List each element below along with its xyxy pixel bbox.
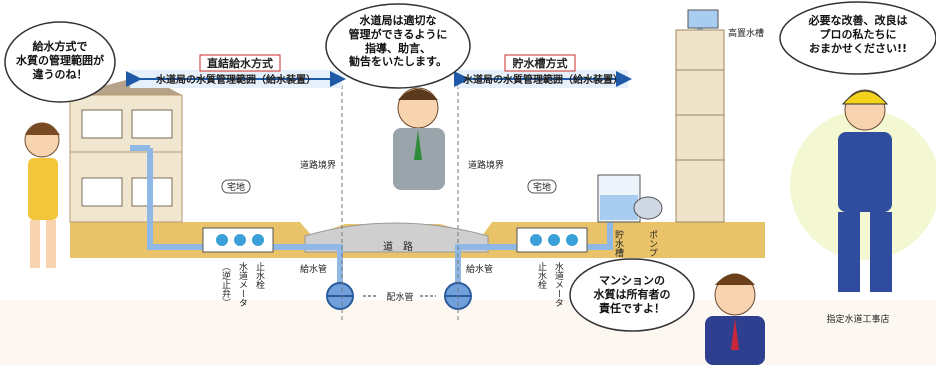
premises-right-label: 宅地 <box>533 181 551 193</box>
owner-bubble-shape <box>569 258 695 332</box>
worker-bubble-shape <box>779 1 936 75</box>
woman-line-1: 給水方式で <box>32 40 88 53</box>
stopcock-right-label: 止水栓 <box>536 261 547 290</box>
official-line-3: 指導、助言、 <box>365 41 431 55</box>
pump <box>633 196 663 220</box>
ground <box>70 222 765 258</box>
woman-bubble-shape <box>4 21 116 103</box>
owner-speech: マンションの 水質は所有者の 責任ですよ！ <box>572 274 692 315</box>
official-line-1: 水道局は適切な <box>359 14 437 27</box>
direct-system-title: 直結給水方式 <box>207 56 273 70</box>
official-speech: 水道局は適切な 管理ができるように 指導、助言、 勧告をいたします。 <box>332 14 464 69</box>
official-character <box>393 87 445 190</box>
official-line-2: 管理ができるように <box>348 27 448 41</box>
worker-line-3: おまかせください!! <box>808 41 908 55</box>
tank-system-title: 貯水槽方式 <box>513 56 568 70</box>
worker-line-2: プロの私たちに <box>819 27 897 41</box>
stopcock-left-label: 止水栓 <box>254 261 265 290</box>
woman-speech: 給水方式で 水質の管理範囲が 違うのね！ <box>10 40 110 81</box>
storage-tank-label: 貯水槽 <box>613 230 624 258</box>
meter-box-left <box>202 227 274 253</box>
range-arrow-tank <box>454 70 632 88</box>
direct-title-box <box>199 54 281 72</box>
road-boundary-right-label: 道路境界 <box>468 159 504 171</box>
elevated-tower <box>675 9 725 223</box>
official-bubble-shape <box>325 3 471 89</box>
service-pipe-left-label: 給水管 <box>300 263 327 275</box>
main-pipe-label: 配水管 <box>386 291 413 303</box>
check-valve-label: （逆止弁） <box>220 262 231 307</box>
tank-range-label: 水道局の水質管理範囲（給水装置） <box>462 73 623 86</box>
official-line-4: 勧告をいたします。 <box>349 55 447 69</box>
direct-range-label: 水道局の水質管理範囲（給水装置） <box>155 73 316 86</box>
meter-right-label: 水道メータ <box>553 261 564 307</box>
pump-label: ポンプ <box>647 230 658 257</box>
worker-line-1: 必要な改善、改良は <box>808 14 908 27</box>
meter-left-label: 水道メータ <box>237 261 248 307</box>
elevated-tank-label: 高置水槽 <box>728 27 764 39</box>
background-pattern <box>0 300 936 365</box>
owner-line-1: マンションの <box>599 274 665 287</box>
woman-line-2: 水質の管理範囲が <box>16 53 104 67</box>
owner-line-3: 責任ですよ！ <box>599 301 665 315</box>
worker-character <box>790 89 936 292</box>
contractor-label: 指定水道工事店 <box>826 313 889 325</box>
main-pipe-left <box>326 282 354 310</box>
woman-line-3: 違うのね！ <box>32 67 88 81</box>
range-arrow-direct <box>126 70 346 88</box>
owner-character <box>705 273 765 365</box>
road-surface <box>304 222 489 253</box>
storage-tank <box>597 174 641 223</box>
tank-title-box <box>504 54 576 72</box>
owner-line-2: 水質は所有者の <box>593 287 671 301</box>
road-boundary-left-label: 道路境界 <box>300 159 336 171</box>
meter-box-right <box>516 227 588 253</box>
worker-speech: 必要な改善、改良は プロの私たちに おまかせください!! <box>783 14 933 55</box>
service-pipe-right-label: 給水管 <box>466 263 493 275</box>
woman-character <box>24 122 60 268</box>
road-label: 道 路 <box>383 240 413 253</box>
premises-left-label: 宅地 <box>227 181 245 193</box>
